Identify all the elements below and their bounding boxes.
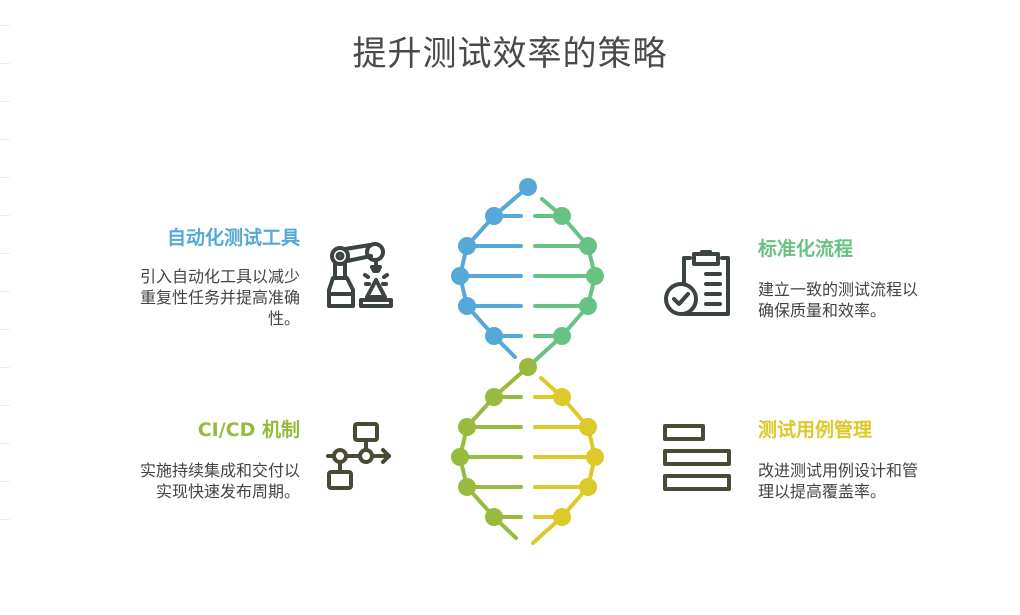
robotic-arm-icon: [327, 242, 393, 308]
automation-tools-description: 引入自动化工具以减少 重复性任务并提高准确 性。: [139, 267, 300, 328]
pipeline-flow-icon: [326, 422, 391, 490]
ci-cd-heading: CI/CD 机制: [197, 419, 300, 441]
page-title: 提升测试效率的策略: [352, 34, 668, 74]
standardized-process-description: 建立一致的测试流程以 确保质量和效率。: [758, 280, 919, 320]
test-case-management-description: 改进测试用例设计和管 理以提高覆盖率。: [758, 461, 919, 501]
test-case-management-block: 测试用例管理 改进测试用例设计和管 理以提高覆盖率。: [758, 418, 978, 502]
standardized-process-block: 标准化流程 建立一致的测试流程以 确保质量和效率。: [758, 237, 978, 321]
ci-cd-description: 实施持续集成和交付以 实现快速发布周期。: [139, 461, 300, 501]
test-case-management-heading: 测试用例管理: [758, 419, 873, 441]
upper-helix: [451, 178, 604, 369]
automation-tools-block: 自动化测试工具 引入自动化工具以减少 重复性任务并提高准确 性。: [90, 226, 300, 329]
edge-tick-marks: [0, 0, 12, 615]
clipboard-check-icon: [664, 250, 730, 316]
lower-helix: [451, 358, 604, 545]
stacked-bars-icon: [663, 424, 731, 491]
automation-tools-heading: 自动化测试工具: [166, 227, 300, 249]
ci-cd-block: CI/CD 机制 实施持续集成和交付以 实现快速发布周期。: [90, 418, 300, 502]
standardized-process-heading: 标准化流程: [758, 238, 854, 260]
